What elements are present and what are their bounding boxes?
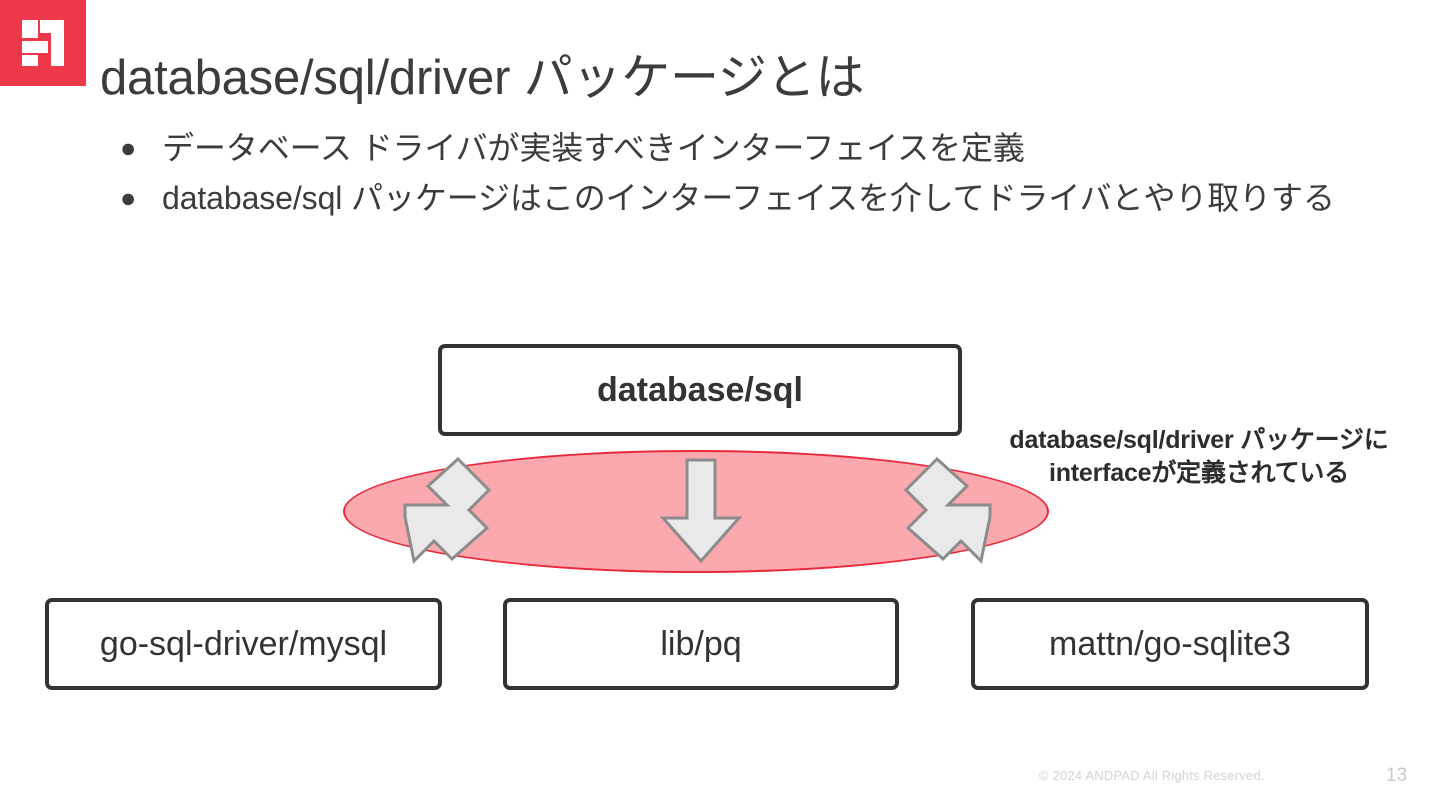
bullet-marker-icon: ● <box>120 133 137 163</box>
diagram-node-go-sql-driver-mysql: go-sql-driver/mysql <box>45 598 442 690</box>
list-item-label: データベース ドライバが実装すべきインターフェイスを定義 <box>162 130 1025 166</box>
arrow-down-right-icon <box>903 456 996 565</box>
arrow-down-icon <box>659 458 743 564</box>
bullet-list: ● データベース ドライバが実装すべきインターフェイスを定義 ● databas… <box>110 124 1370 224</box>
interface-annotation: database/sql/driver パッケージに interfaceが定義さ… <box>960 424 1438 489</box>
diagram-node-database-sql: database/sql <box>438 344 962 436</box>
page-number: 13 <box>1386 765 1408 786</box>
list-item: ● データベース ドライバが実装すべきインターフェイスを定義 <box>110 124 1370 172</box>
andpad-logo-icon <box>0 0 86 86</box>
page-title: database/sql/driver パッケージとは <box>100 50 865 105</box>
diagram-node-mattn-go-sqlite3: mattn/go-sqlite3 <box>971 598 1369 690</box>
interface-annotation-line-2: interfaceが定義されている <box>1048 458 1350 487</box>
list-item: ● database/sql パッケージはこのインターフェイスを介してドライバと… <box>110 174 1370 222</box>
diagram-node-lib-pq: lib/pq <box>503 598 899 690</box>
interface-annotation-line-1: database/sql/driver パッケージに <box>1009 426 1389 454</box>
footer-copyright: © 2024 ANDPAD All Rights Reserved. <box>1039 768 1265 783</box>
arrow-down-left-icon <box>399 456 492 565</box>
list-item-label: database/sql パッケージはこのインターフェイスを介してドライバとやり… <box>162 180 1335 216</box>
bullet-marker-icon: ● <box>120 183 137 213</box>
